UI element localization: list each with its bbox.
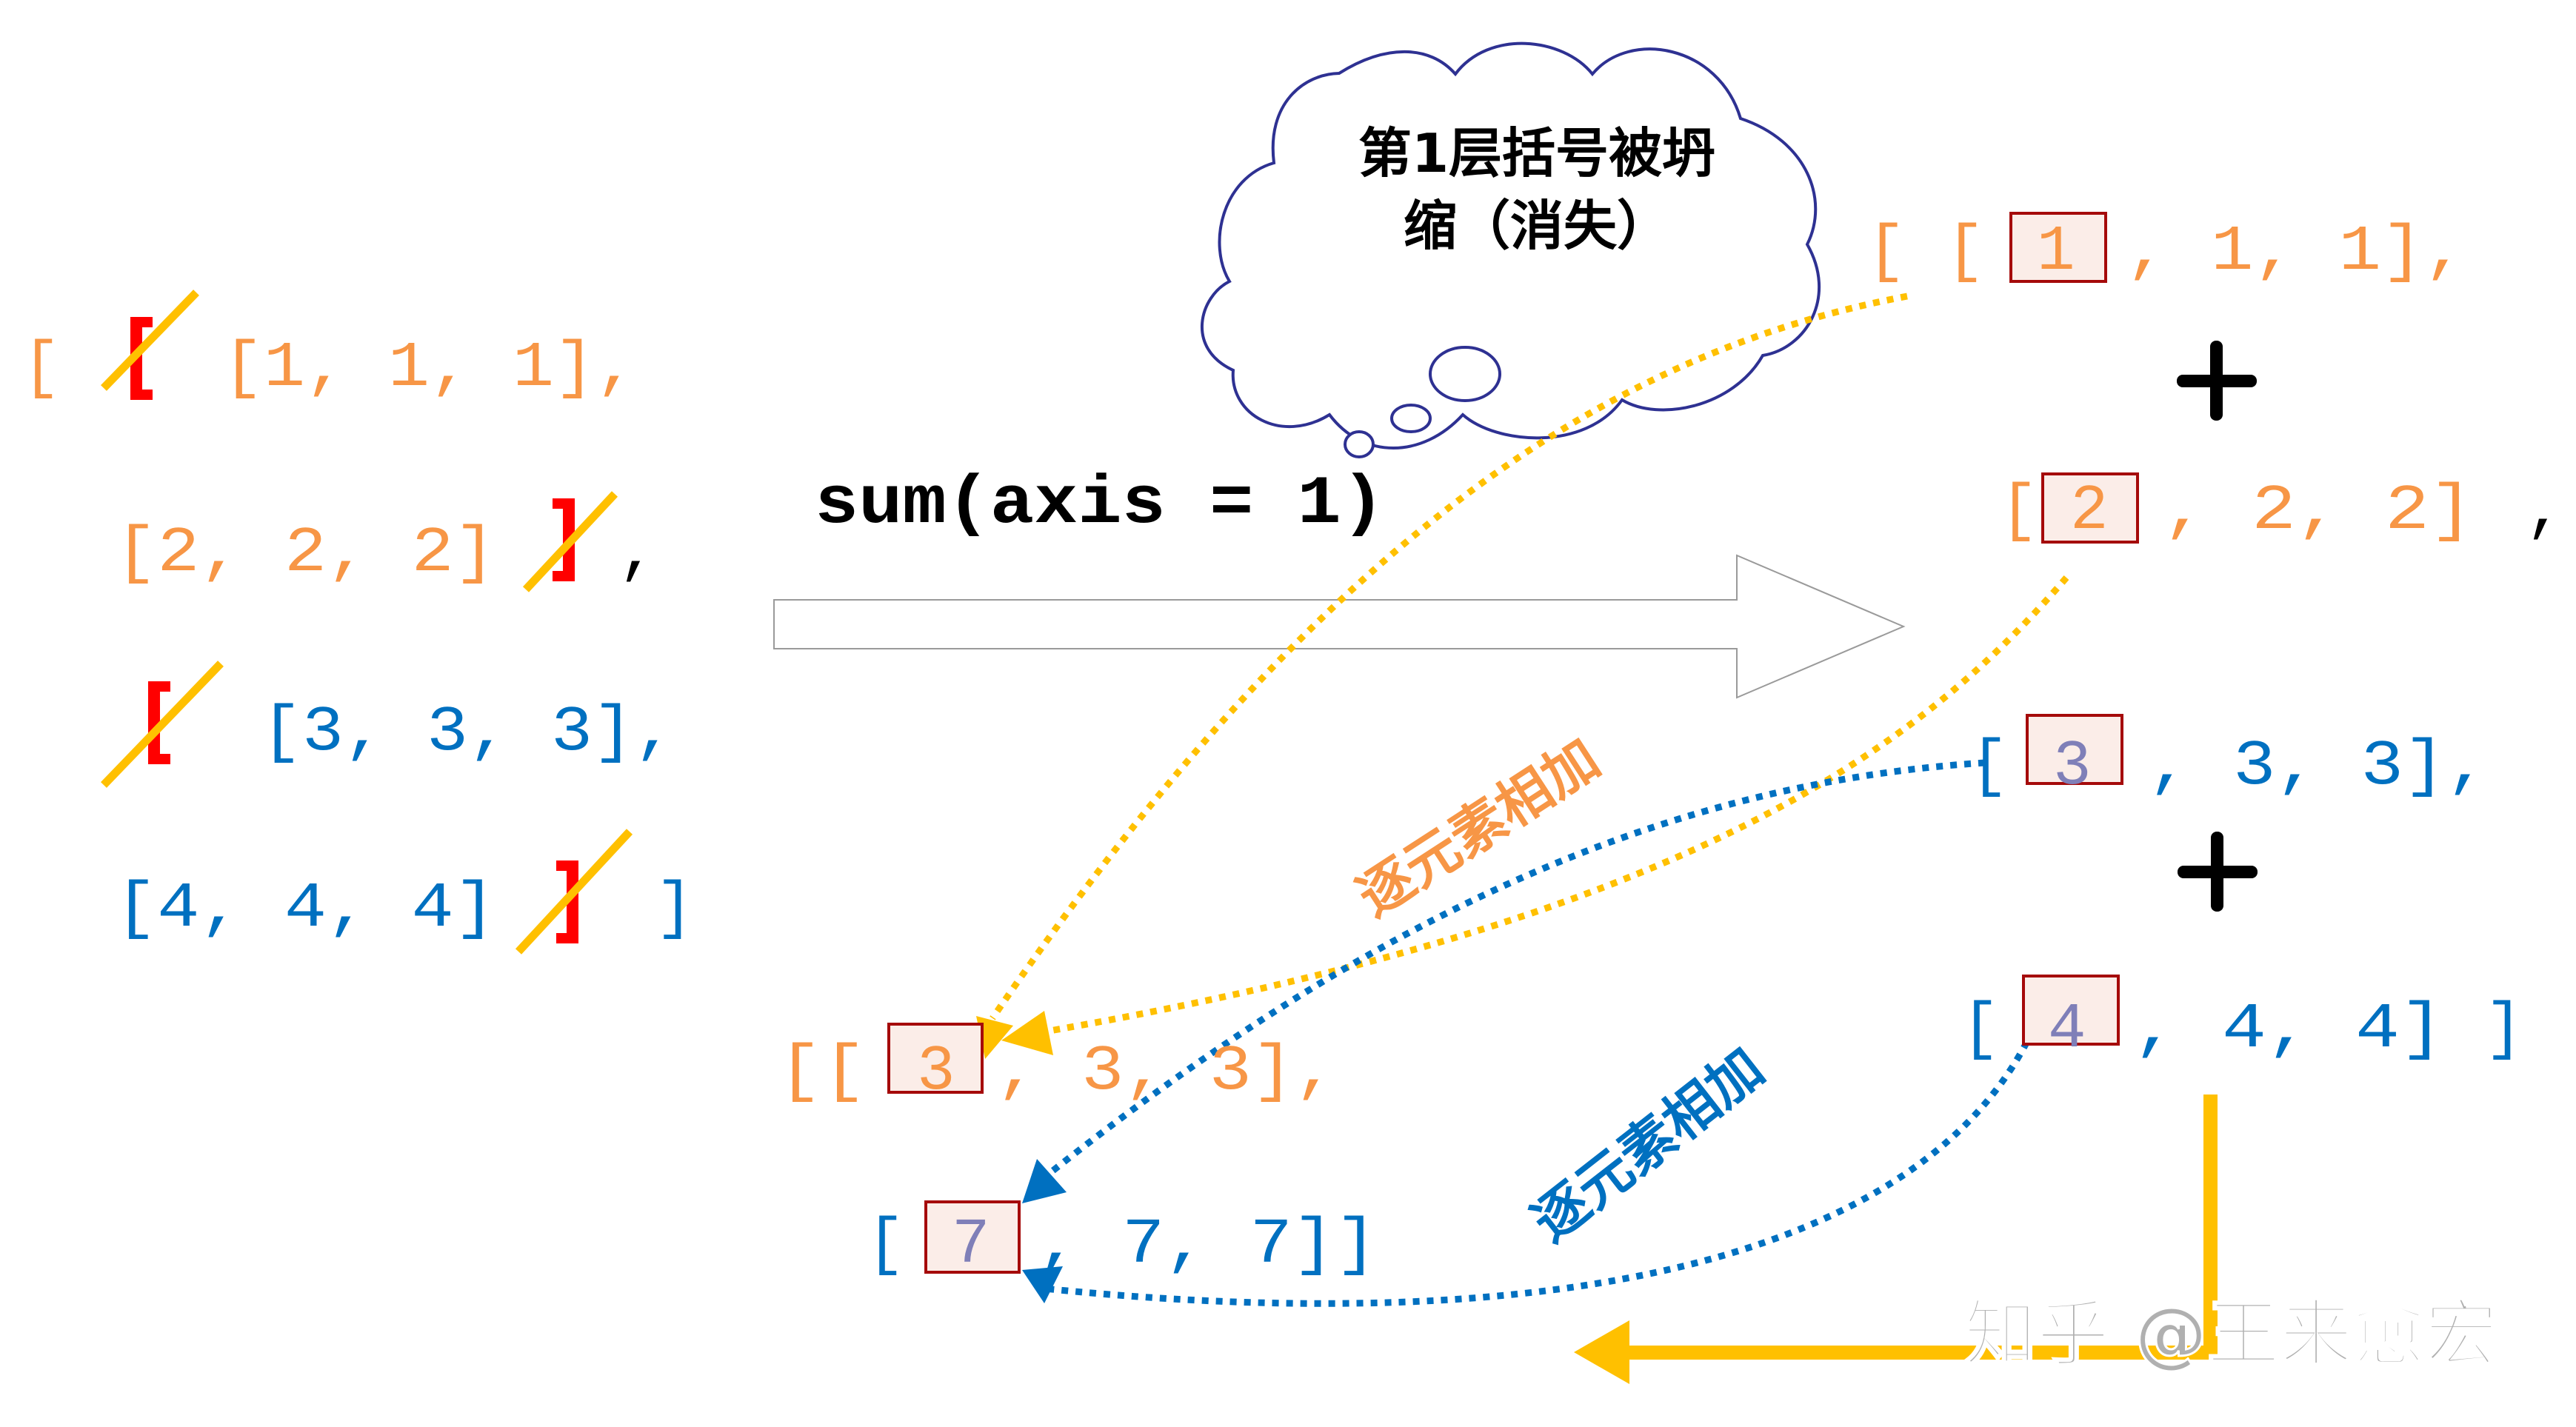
- strike-mark-row2: [522, 491, 618, 592]
- highlight-box-4: [2022, 975, 2120, 1046]
- blue-flow-curve-2: [1044, 1028, 2037, 1307]
- bubble-dot-medium: [1390, 404, 1432, 433]
- left-array: [ [1, 1, 1], [2, 2, 2] , [3, 3, 3], [4, …: [22, 290, 694, 955]
- strike-mark-row1: [101, 290, 199, 391]
- result-row2-first: 7: [952, 1209, 990, 1281]
- right-row4-first: 4: [2048, 993, 2086, 1066]
- thought-bubble: 第1层括号被坍 缩（消失）: [1201, 41, 1821, 458]
- orange-flow-curve-1: [990, 293, 1908, 1020]
- blue-flow-curve-1: [1042, 759, 1986, 1180]
- struck-bracket-row4: [556, 860, 578, 943]
- gold-arrow-horizontal: [1622, 1346, 2218, 1360]
- blue-arrowhead-1: [1022, 1159, 1067, 1203]
- result-array: [[ 3 , 3, 3], [ 7 , 7, 7]]: [778, 1023, 1378, 1281]
- left-row1-text: [1, 1, 1],: [222, 332, 637, 404]
- gold-arrowhead-2: [1001, 1011, 1053, 1055]
- right-row4-rest: , 4, 4]: [2133, 993, 2444, 1066]
- blue-arrowhead-2: [1022, 1266, 1063, 1303]
- result-row1-rest: , 3, 3],: [996, 1035, 1337, 1108]
- gold-arrow-vertical: [2203, 1095, 2218, 1359]
- right-row4-close-bracket: ]: [2485, 993, 2523, 1066]
- plus-icon-1: [2177, 341, 2257, 421]
- right-row1-first: 1: [2037, 215, 2075, 288]
- right-row3-first: 3: [2053, 730, 2092, 803]
- highlight-box-3: [2026, 714, 2123, 785]
- plus-icon-2: [2178, 832, 2258, 912]
- result-row2-rest: , 7, 7]]: [1037, 1209, 1378, 1281]
- highlight-box-2: [2041, 472, 2139, 544]
- outer-open-bracket: [: [22, 332, 61, 404]
- left-row4-text: [4, 4, 4]: [115, 872, 496, 945]
- result-row1-first: 3: [917, 1035, 955, 1108]
- result-highlight-box-1: [887, 1023, 984, 1094]
- thought-bubble-line2: 缩（消失）: [1404, 195, 1670, 257]
- strike-mark-row4: [515, 829, 633, 955]
- bubble-dot-small: [1344, 430, 1375, 458]
- right-row2-first: 2: [2070, 475, 2109, 547]
- right-stack: [ [ 1 , 1, 1], [ 2 , 2, 2] , [ 3 , 3, 3]…: [1866, 212, 2564, 1066]
- result-row2-prefix: [: [867, 1209, 905, 1281]
- left-row3-text: [3, 3, 3],: [261, 696, 675, 769]
- operation-label: sum(axis = 1): [815, 465, 1385, 543]
- right-row3-rest: , 3, 3],: [2148, 730, 2489, 803]
- right-row3-prefix: [: [1970, 730, 2009, 803]
- result-row1-prefix: [[: [778, 1035, 867, 1108]
- right-row2-prefix: [: [2000, 475, 2038, 547]
- result-highlight-box-2: [924, 1200, 1021, 1274]
- left-arrowhead-icon: [1574, 1320, 1629, 1384]
- gold-arrowhead-1: [976, 1016, 1013, 1059]
- right-arrow-icon: [773, 554, 1906, 699]
- right-row1-rest: , 1, 1],: [2126, 215, 2466, 288]
- bubble-dot-large: [1429, 346, 1501, 402]
- right-row1-prefix: [ [: [1866, 215, 1985, 288]
- watermark: 知乎 @王来愈宏: [1964, 1292, 2497, 1377]
- connector-curves: [976, 293, 2069, 1307]
- left-row2-text: [2, 2, 2]: [115, 517, 496, 589]
- strike-mark-row3: [101, 661, 224, 788]
- gold-return-arrow: [1574, 1095, 2218, 1384]
- blue-elementwise-add-label: 逐元素相加: [1521, 1036, 1776, 1255]
- cloud-outline: [1201, 41, 1821, 450]
- left-outer-close-bracket: ]: [655, 872, 694, 945]
- right-row2-rest: , 2, 2]: [2163, 475, 2474, 547]
- right-row4-prefix: [: [1961, 993, 2000, 1066]
- left-row2-trailing-comma: ,: [618, 517, 657, 589]
- thought-bubble-line1: 第1层括号被坍: [1358, 122, 1715, 184]
- struck-bracket-row3: [148, 681, 170, 764]
- highlight-box-1: [2009, 212, 2107, 283]
- orange-flow-curve-2: [1036, 575, 2069, 1037]
- right-row2-trailing-comma: ,: [2526, 475, 2564, 547]
